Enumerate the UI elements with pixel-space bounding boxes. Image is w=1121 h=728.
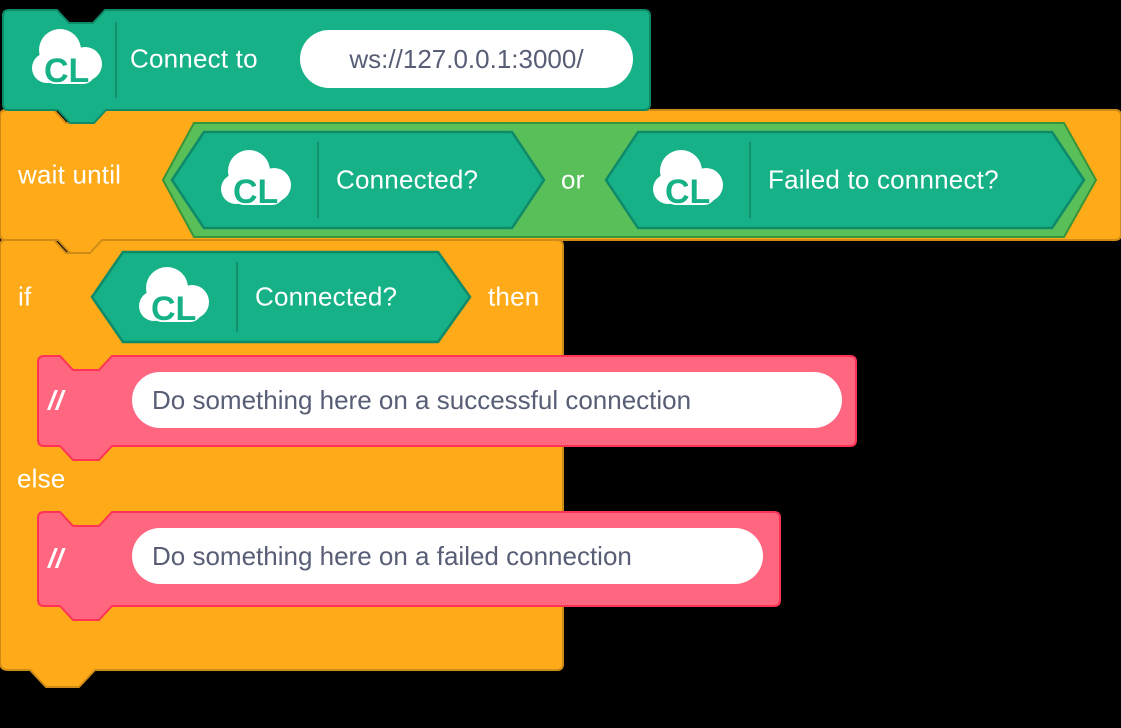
failed-boolean-wait[interactable] bbox=[604, 130, 1086, 230]
comment-success-text: Do something here on a successful connec… bbox=[152, 384, 692, 415]
connect-block-label: Connect to bbox=[130, 43, 258, 74]
url-input-value: ws://127.0.0.1:3000/ bbox=[349, 43, 584, 74]
wait-until-label: wait until bbox=[18, 159, 122, 190]
if-label: if bbox=[18, 281, 32, 312]
else-label: else bbox=[17, 463, 66, 494]
comment-success-prefix: // bbox=[48, 385, 64, 416]
connected-boolean-wait-label: Connected? bbox=[336, 164, 479, 195]
or-label: or bbox=[561, 164, 585, 195]
comment-success-input[interactable]: Do something here on a successful connec… bbox=[132, 372, 842, 428]
then-label: then bbox=[488, 281, 540, 312]
failed-boolean-wait-label: Failed to connnect? bbox=[768, 164, 999, 195]
comment-failed-input[interactable]: Do something here on a failed connection bbox=[132, 528, 763, 584]
url-input[interactable]: ws://127.0.0.1:3000/ bbox=[300, 30, 633, 88]
comment-failed-text: Do something here on a failed connection bbox=[152, 540, 632, 571]
connected-boolean-if-label: Connected? bbox=[255, 281, 398, 312]
comment-failed-prefix: // bbox=[48, 543, 64, 574]
